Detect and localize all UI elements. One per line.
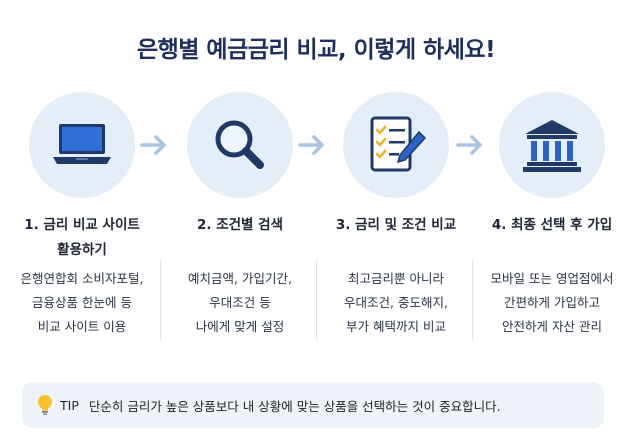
magnifier-icon <box>215 120 264 169</box>
step-3-desc-line: 우대조건, 중도해지, <box>344 295 448 310</box>
step-1-desc-line: 금융상품 한눈에 등 <box>32 295 132 310</box>
step-4-description: 모바일 또는 영업점에서 간편하게 가입하고 안전하게 자산 관리 <box>473 267 631 339</box>
step-4-desc-line: 안전하게 자산 관리 <box>502 319 602 334</box>
step-4-icon-circle <box>499 92 605 198</box>
step-1-title-line: 1. 금리 비교 사이트 <box>24 217 140 233</box>
step-3-description: 최고금리뿐 아니라 우대조건, 중도해지, 부가 혜택까지 비교 <box>317 267 475 339</box>
arrow-right-icon <box>140 135 166 155</box>
arrow-right-icon <box>456 135 482 155</box>
step-1-desc-line: 비교 사이트 이용 <box>37 319 127 334</box>
step-3-title-line: 3. 금리 및 조건 비교 <box>335 217 457 233</box>
step-3-desc-line: 최고금리뿐 아니라 <box>348 271 444 286</box>
lightbulb-icon <box>38 395 52 415</box>
bank-icon <box>523 120 581 172</box>
laptop-icon <box>53 124 111 164</box>
column-divider <box>160 260 161 340</box>
tip-text: 단순히 금리가 높은 상품보다 내 상황에 맞는 상품을 선택하는 것이 중요합… <box>88 398 501 414</box>
step-2-desc-line: 예치금액, 가입기간, <box>188 271 292 286</box>
step-2-icon-circle <box>187 92 293 198</box>
step-2-desc-line: 우대조건 등 <box>209 295 271 310</box>
step-4-desc-line: 간편하게 가입하고 <box>504 295 600 310</box>
column-divider <box>472 260 473 340</box>
step-4-desc-line: 모바일 또는 영업점에서 <box>490 271 614 286</box>
page-title: 은행별 예금금리 비교, 이렇게 하세요! <box>136 37 496 63</box>
step-1-desc-line: 은행연합회 소비자포털, <box>20 271 144 286</box>
step-1-icon-circle <box>29 92 135 198</box>
checklist-icon <box>370 116 427 172</box>
arrow-right-icon <box>298 135 324 155</box>
step-3-icon-circle <box>343 92 449 198</box>
steps-row: 1. 금리 비교 사이트 활용하기 은행연합회 소비자포털, 금융상품 한눈에 … <box>0 92 632 362</box>
step-2-title-line: 2. 조건별 검색 <box>196 217 284 233</box>
column-divider <box>316 260 317 340</box>
step-2-desc-line: 나에게 맞게 설정 <box>195 319 285 334</box>
step-2-title: 2. 조건별 검색 <box>161 213 319 238</box>
tip-label: TIP <box>60 397 79 413</box>
tip-box: TIP 단순히 금리가 높은 상품보다 내 상황에 맞는 상품을 선택하는 것이… <box>22 382 604 428</box>
step-4-title-line: 4. 최종 선택 후 가입 <box>491 217 613 233</box>
step-2-description: 예치금액, 가입기간, 우대조건 등 나에게 맞게 설정 <box>161 267 319 339</box>
step-3-desc-line: 부가 혜택까지 비교 <box>346 319 446 334</box>
step-1-description: 은행연합회 소비자포털, 금융상품 한눈에 등 비교 사이트 이용 <box>3 267 161 339</box>
step-1-title: 1. 금리 비교 사이트 활용하기 <box>3 213 161 263</box>
step-3-title: 3. 금리 및 조건 비교 <box>317 213 475 238</box>
step-4-title: 4. 최종 선택 후 가입 <box>473 213 631 238</box>
step-1-title-line: 활용하기 <box>57 242 107 258</box>
